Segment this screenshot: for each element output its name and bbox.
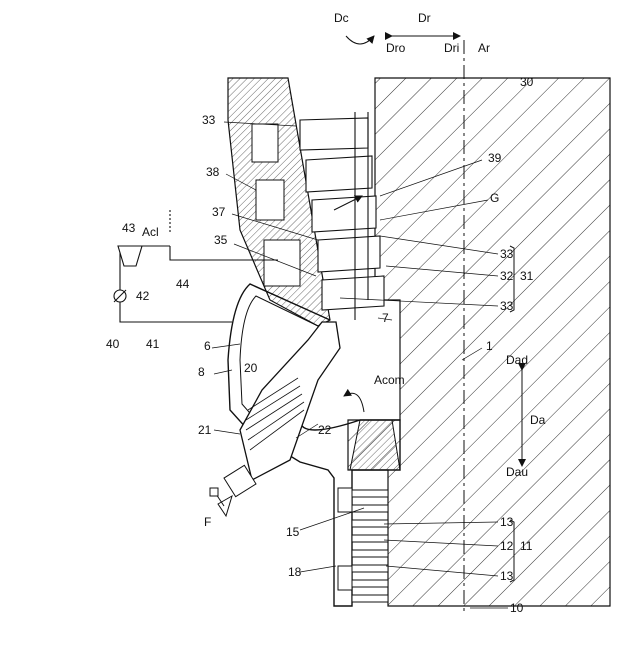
label-42: 42 bbox=[136, 289, 150, 303]
label-40: 40 bbox=[106, 337, 120, 351]
label-dr: Dr bbox=[418, 11, 431, 25]
label-12: 12 bbox=[500, 539, 514, 553]
combustor bbox=[240, 322, 340, 480]
label-37: 37 bbox=[212, 205, 226, 219]
label-g: G bbox=[490, 191, 499, 205]
label-dau: Dau bbox=[506, 465, 528, 479]
label-dad: Dad bbox=[506, 353, 528, 367]
label-dri: Dri bbox=[444, 41, 459, 55]
label-41: 41 bbox=[146, 337, 160, 351]
label-18: 18 bbox=[288, 565, 302, 579]
label-31: 31 bbox=[520, 269, 534, 283]
compressor-casing-cavity bbox=[338, 566, 352, 590]
label-13-bottom: 13 bbox=[500, 569, 514, 583]
label-39: 39 bbox=[488, 151, 502, 165]
label-11: 11 bbox=[520, 539, 533, 553]
label-10: 10 bbox=[510, 601, 524, 615]
label-acl: Acl bbox=[142, 225, 159, 239]
label-6: 6 bbox=[204, 339, 211, 353]
label-44: 44 bbox=[176, 277, 190, 291]
label-1: 1 bbox=[486, 339, 493, 353]
label-8: 8 bbox=[198, 365, 205, 379]
label-21: 21 bbox=[198, 423, 212, 437]
label-ar: Ar bbox=[478, 41, 490, 55]
compressor-casing-cavity bbox=[338, 488, 352, 512]
label-f: F bbox=[204, 515, 211, 529]
label-20: 20 bbox=[244, 361, 258, 375]
label-da: Da bbox=[530, 413, 546, 427]
label-33-low: 33 bbox=[500, 299, 514, 313]
casing-cavity bbox=[256, 180, 284, 220]
label-dc: Dc bbox=[334, 11, 349, 25]
acom-flow-arrow bbox=[344, 393, 364, 412]
label-33-top: 33 bbox=[202, 113, 216, 127]
label-30: 30 bbox=[520, 75, 534, 89]
label-dro: Dro bbox=[386, 41, 406, 55]
label-32: 32 bbox=[500, 269, 514, 283]
label-13-top: 13 bbox=[500, 515, 514, 529]
casing-cavity bbox=[252, 124, 278, 162]
fuel-valve bbox=[210, 488, 232, 516]
label-38: 38 bbox=[206, 165, 220, 179]
label-15: 15 bbox=[286, 525, 300, 539]
label-33-mid: 33 bbox=[500, 247, 514, 261]
label-35: 35 bbox=[214, 233, 228, 247]
compressor-blades bbox=[352, 490, 388, 602]
label-acom: Acom bbox=[374, 373, 405, 387]
label-22: 22 bbox=[318, 423, 332, 437]
dc-arrow bbox=[346, 36, 374, 44]
label-7: 7 bbox=[382, 311, 389, 325]
label-43: 43 bbox=[122, 221, 136, 235]
